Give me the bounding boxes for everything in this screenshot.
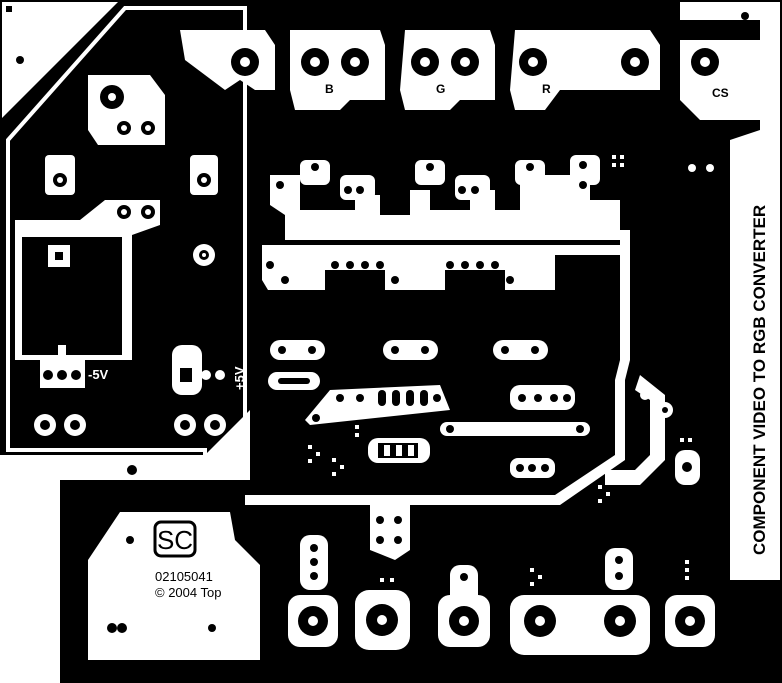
copyright-text: © 2004 Top	[155, 585, 221, 600]
sc-logo	[153, 520, 197, 558]
connector-cs-right	[680, 40, 760, 120]
plus5v-label: +5V	[232, 366, 247, 390]
connector-r-clearance	[510, 30, 660, 110]
minus5v-label: -5V	[88, 367, 109, 382]
board-title: COMPONENT VIDEO TO RGB CONVERTER	[750, 205, 769, 555]
corner-mark	[770, 6, 776, 12]
label-b: B	[325, 82, 334, 96]
title-strip	[735, 140, 777, 560]
part-number: 02105041	[155, 569, 213, 584]
sc-logo-text: SC	[157, 525, 193, 555]
right-side-traces	[605, 375, 700, 485]
corner-mark	[6, 6, 12, 12]
component-pads-middle	[268, 340, 590, 478]
amplifier-traces	[245, 155, 630, 505]
via-clusters	[308, 155, 692, 586]
logo-area	[88, 512, 260, 660]
lower-connectors	[300, 505, 633, 605]
label-g: G	[436, 82, 445, 96]
connector-cs-clearance	[180, 30, 275, 90]
lower-left-clearance	[0, 410, 250, 683]
label-r: R	[542, 82, 551, 96]
label-cs: CS	[712, 86, 729, 100]
bottom-large-pads	[288, 590, 715, 655]
amplifier-pads	[266, 161, 599, 284]
